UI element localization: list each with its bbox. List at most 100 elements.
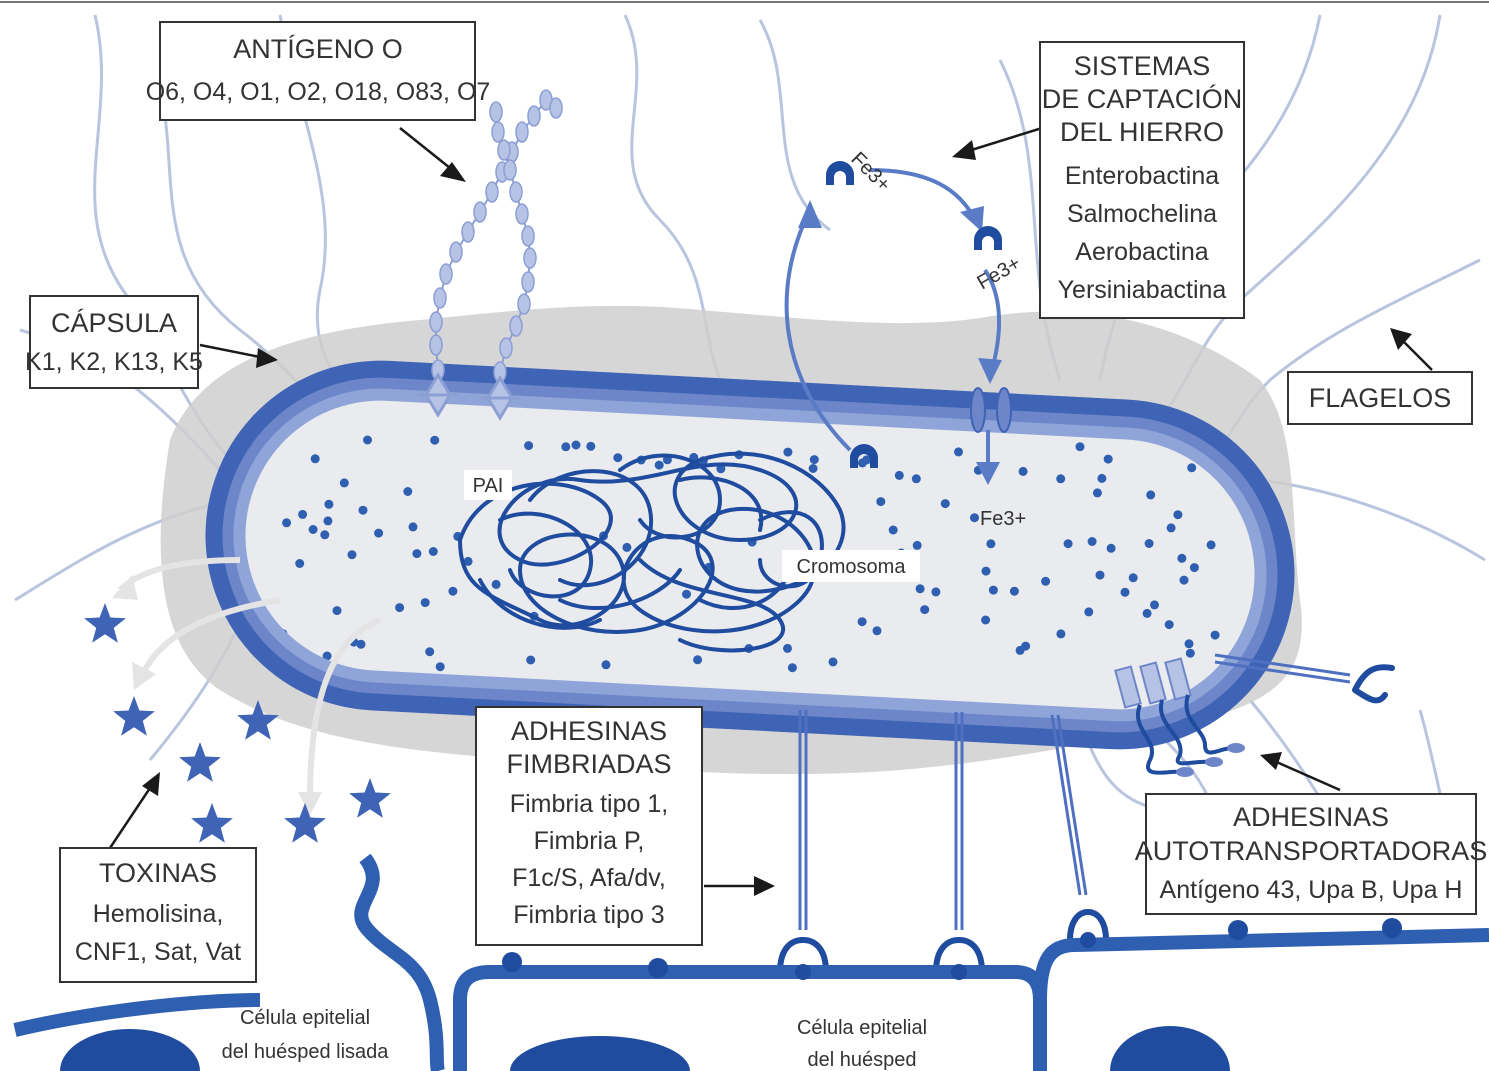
toxinas-box: TOXINAS Hemolisina, CNF1, Sat, Vat [60, 848, 256, 982]
ribosome-dot [298, 510, 307, 519]
hierro-title-2: DE CAPTACIÓN [1042, 83, 1243, 114]
ribosome-dot [693, 655, 702, 664]
ribosome-dot [916, 584, 925, 593]
ribosome-dot [309, 525, 318, 534]
toxin-star [179, 742, 221, 782]
o-antigen-bead [550, 98, 562, 118]
antigeno-o-list: O6, O4, O1, O2, O18, O83, O7 [146, 78, 491, 106]
ribosome-dot [1056, 474, 1065, 483]
capsula-box: CÁPSULA K1, K2, K13, K5 [25, 296, 203, 388]
ribosome-dot [876, 497, 885, 506]
toxinas-item-1: Hemolisina, [93, 900, 224, 928]
toxin-star [284, 803, 326, 843]
ribosome-dot [858, 458, 867, 467]
ribosome-dot [1019, 467, 1028, 476]
ribosome-dot [561, 442, 570, 451]
ribosome-dot [295, 559, 304, 568]
ribosome-dot [829, 657, 838, 666]
flagelos-box: FLAGELOS [1288, 372, 1472, 424]
ribosome-dot [941, 499, 950, 508]
ribosome-dot [986, 539, 995, 548]
ribosome-dot [954, 447, 963, 456]
ribosome-dot [320, 530, 329, 539]
toxinas-item-2: CNF1, Sat, Vat [75, 938, 241, 966]
ribosome-dot [403, 487, 412, 496]
ribosome-dot [492, 580, 501, 589]
o-antigen-bead [516, 204, 528, 224]
o-antigen-bead [500, 338, 512, 358]
hierro-item-2: Salmochelina [1067, 200, 1217, 228]
flagelos-title: FLAGELOS [1309, 383, 1452, 413]
toxin-star [191, 803, 233, 843]
o-antigen-bead [504, 160, 516, 180]
ribosome-dot [783, 448, 792, 457]
ribosome-dot [1076, 442, 1085, 451]
auto-title-1: ADHESINAS [1233, 802, 1389, 832]
ribosome-dot [1041, 577, 1050, 586]
ribosome-dot [1211, 631, 1220, 640]
ribosome-dot [572, 441, 581, 450]
ribosome-dot [1165, 620, 1174, 629]
ribosome-dot [1010, 587, 1019, 596]
ribosome-dot [602, 660, 611, 669]
ribosome-dot [436, 662, 445, 671]
o-antigen-bead [486, 182, 498, 202]
celula-huesped-line-2: del huésped [808, 1049, 917, 1071]
ribosome-dot [622, 543, 631, 552]
hierro-item-4: Yersiniabactina [1058, 276, 1227, 304]
o-antigen-bead [518, 294, 530, 314]
ribosome-dot [913, 541, 922, 550]
ribosome-dot [359, 506, 368, 515]
ribosome-dot [1096, 571, 1105, 580]
ribosome-dot [783, 644, 792, 653]
o-antigen-bead [430, 335, 442, 355]
ribosome-dot [982, 567, 991, 576]
ribosome-dot [586, 442, 595, 451]
ribosome-dot [311, 454, 320, 463]
ribosome-dot [858, 617, 867, 626]
ribosome-dot [524, 441, 533, 450]
o-antigen-bead [434, 288, 446, 308]
ribosome-dot [1150, 600, 1159, 609]
ribosome-dot [1185, 639, 1194, 648]
toxin-star [349, 778, 391, 818]
ribosome-dot [340, 478, 349, 487]
ribosome-dot [931, 587, 940, 596]
ribosome-dot [448, 587, 457, 596]
capsula-list: K1, K2, K13, K5 [25, 348, 203, 376]
fimbriadas-item-3: F1c/S, Afa/dv, [512, 864, 666, 892]
ribosome-dot [1129, 573, 1138, 582]
ribosome-dot [363, 436, 372, 445]
ribosome-dot [1016, 646, 1025, 655]
ribosome-dot [920, 605, 929, 614]
o-antigen-bead [524, 248, 536, 268]
o-antigen-bead [510, 182, 522, 202]
ribosome-dot [1056, 629, 1065, 638]
ribosome-dot [1180, 576, 1189, 585]
ribosome-dot [682, 590, 691, 599]
fe-right-label: Fe3+ [974, 252, 1025, 294]
ribosome-dot [810, 455, 819, 464]
cromosoma-label: Cromosoma [797, 556, 907, 578]
ribosome-dot [1186, 649, 1195, 658]
ribosome-dot [1088, 537, 1097, 546]
ribosome-dot [429, 547, 438, 556]
ribosome-dot [1146, 490, 1155, 499]
o-antigen-bead [430, 312, 442, 332]
o-antigen-bead [522, 272, 534, 292]
ribosome-dot [889, 526, 898, 535]
ribosome-dot [1104, 455, 1113, 464]
antigeno-o-box: ANTÍGENO O O6, O4, O1, O2, O18, O83, O7 [146, 22, 491, 120]
ribosome-dot [425, 647, 434, 656]
fimbriadas-box: ADHESINAS FIMBRIADAS Fimbria tipo 1, Fim… [476, 707, 702, 945]
fe-inside-label: Fe3+ [980, 508, 1026, 530]
ribosome-dot [1107, 544, 1116, 553]
o-antigen-bead [522, 226, 534, 246]
celula-lisada-line-2: del huésped lisada [222, 1041, 390, 1063]
pai-label: PAI [473, 475, 504, 497]
ribosome-dot [1177, 554, 1186, 563]
o-antigen-bead [450, 242, 462, 262]
ribosome-dot [374, 529, 383, 538]
